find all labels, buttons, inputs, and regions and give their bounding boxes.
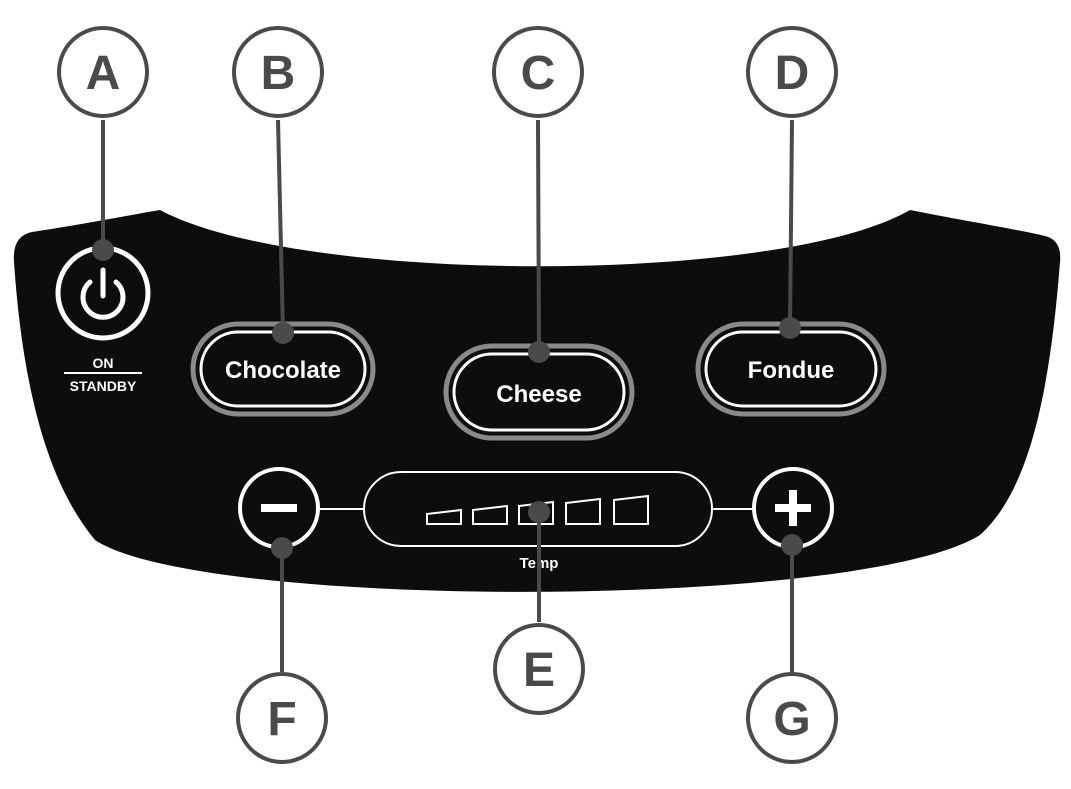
callout-g: G bbox=[746, 672, 838, 764]
chocolate-label: Chocolate bbox=[225, 357, 341, 384]
callout-b: B bbox=[232, 26, 324, 118]
power-label-on: ON bbox=[93, 355, 114, 371]
power-icon bbox=[80, 267, 126, 320]
callout-f: F bbox=[236, 672, 328, 764]
fondue-label: Fondue bbox=[748, 357, 835, 384]
callout-e-letter: E bbox=[523, 644, 555, 697]
callout-d-letter: D bbox=[775, 47, 810, 100]
callout-dots bbox=[92, 239, 803, 559]
temp-decrease-button[interactable] bbox=[238, 467, 320, 549]
callout-d: D bbox=[746, 26, 838, 118]
callout-a: A bbox=[57, 26, 149, 118]
callout-g-letter: G bbox=[773, 693, 810, 746]
callout-leader-lines bbox=[101, 119, 794, 672]
temp-level-2 bbox=[472, 504, 508, 525]
callout-e: E bbox=[493, 623, 585, 715]
temp-increase-button[interactable] bbox=[752, 467, 834, 549]
callout-c-letter: C bbox=[521, 47, 556, 100]
temp-level-1 bbox=[426, 508, 462, 525]
power-label-standby: STANDBY bbox=[70, 378, 137, 394]
plus-icon bbox=[775, 490, 811, 526]
callout-b-letter: B bbox=[261, 47, 296, 100]
minus-icon bbox=[261, 504, 297, 512]
callout-a-letter: A bbox=[86, 47, 121, 100]
callout-c: C bbox=[492, 26, 584, 118]
callout-f-letter: F bbox=[267, 693, 296, 746]
temp-level-5 bbox=[613, 494, 649, 525]
temp-level-4 bbox=[565, 497, 601, 525]
cheese-label: Cheese bbox=[496, 381, 581, 408]
power-button[interactable] bbox=[55, 245, 151, 341]
